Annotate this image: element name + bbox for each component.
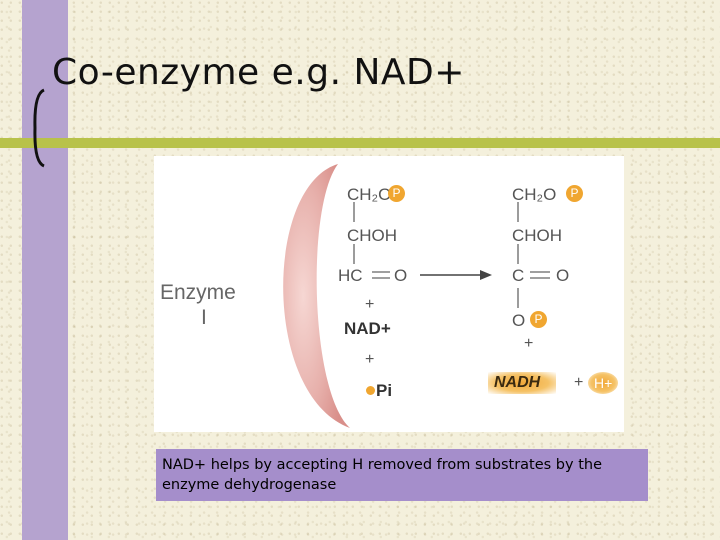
- right-phosphate-badge-2: P: [530, 311, 547, 328]
- right-ch2o: CH₂O: [512, 185, 557, 204]
- enzyme-label: Enzyme: [160, 281, 236, 304]
- caption-box: NAD+ helps by accepting H removed from s…: [156, 449, 648, 501]
- right-phosphate-badge-1: P: [566, 185, 583, 202]
- right-o-phosphate: O: [512, 311, 526, 330]
- left-phosphate-badge-1: P: [388, 185, 405, 202]
- hplus-highlight: H+: [588, 372, 618, 394]
- reaction-figure: Enzyme I CH₂O P CHOH HC O + NAD+ + Pi CH…: [154, 156, 624, 432]
- hplus-label: H+: [594, 375, 613, 391]
- reaction-drawing: [283, 164, 550, 428]
- bracket-decoration: [33, 88, 45, 168]
- enzyme-shape: [283, 164, 350, 428]
- nad-plus-label: NAD+: [344, 319, 391, 338]
- left-hc: HC: [338, 266, 363, 285]
- left-choh: CHOH: [347, 226, 398, 245]
- left-plus-2: +: [365, 351, 375, 368]
- enzyme-number: I: [201, 306, 207, 329]
- nadh-highlight: NADH: [488, 372, 556, 394]
- right-plus-1: +: [524, 335, 534, 352]
- left-o: O: [394, 266, 408, 285]
- left-decorative-bar: [22, 0, 68, 540]
- right-o: O: [556, 266, 570, 285]
- slide-title: Co-enzyme e.g. NAD+: [52, 52, 465, 93]
- right-choh: CHOH: [512, 226, 563, 245]
- reaction-arrow-head: [480, 270, 492, 280]
- title-divider-line: [0, 138, 720, 148]
- pi-dot: [366, 386, 375, 395]
- right-plus-2: +: [574, 374, 584, 391]
- pi-label: Pi: [376, 381, 393, 400]
- left-ch2o: CH₂O: [347, 185, 392, 204]
- nadh-label: NADH: [494, 374, 541, 391]
- right-c: C: [512, 266, 525, 285]
- left-plus-1: +: [365, 296, 375, 313]
